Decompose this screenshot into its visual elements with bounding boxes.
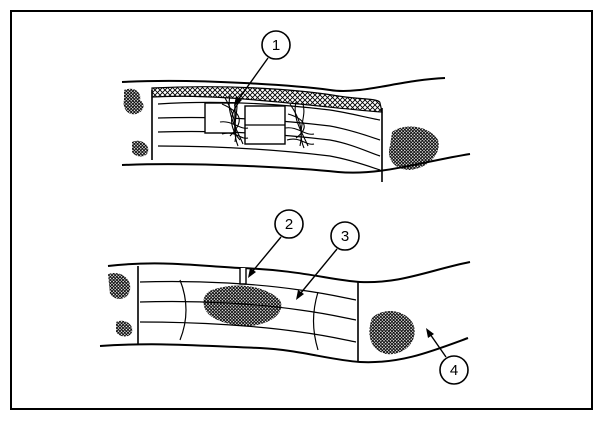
bottom-splice-sleeve bbox=[137, 266, 359, 362]
twisted-wire-bundle-left bbox=[219, 95, 249, 147]
callout-3: 3 bbox=[296, 221, 360, 300]
bottom-cable-upper-edge bbox=[107, 261, 471, 284]
bottom-left-insulation-patch bbox=[108, 272, 131, 299]
callout-2: 2 bbox=[248, 209, 304, 278]
callout-4: 4 bbox=[426, 328, 469, 385]
callout-3-label: 3 bbox=[341, 228, 349, 245]
top-cable-assembly bbox=[121, 77, 471, 182]
bottom-cable-lower-edge bbox=[99, 337, 469, 364]
top-right-insulation-patch bbox=[388, 126, 439, 170]
top-cable-upper-edge bbox=[121, 77, 446, 92]
twisted-wire-bundle-right bbox=[284, 101, 315, 149]
callout-2-label: 2 bbox=[285, 216, 293, 233]
top-splice-sleeve bbox=[151, 90, 383, 182]
callout-1-label: 1 bbox=[272, 37, 280, 54]
bottom-right-insulation-patch bbox=[369, 311, 415, 355]
callout-1: 1 bbox=[234, 30, 291, 106]
figure-frame bbox=[10, 10, 593, 410]
bottom-cable-assembly bbox=[99, 261, 471, 364]
bottom-splice-insulation bbox=[203, 285, 282, 326]
callout-4-label: 4 bbox=[450, 362, 458, 379]
top-left-insulation-patch bbox=[123, 88, 144, 115]
